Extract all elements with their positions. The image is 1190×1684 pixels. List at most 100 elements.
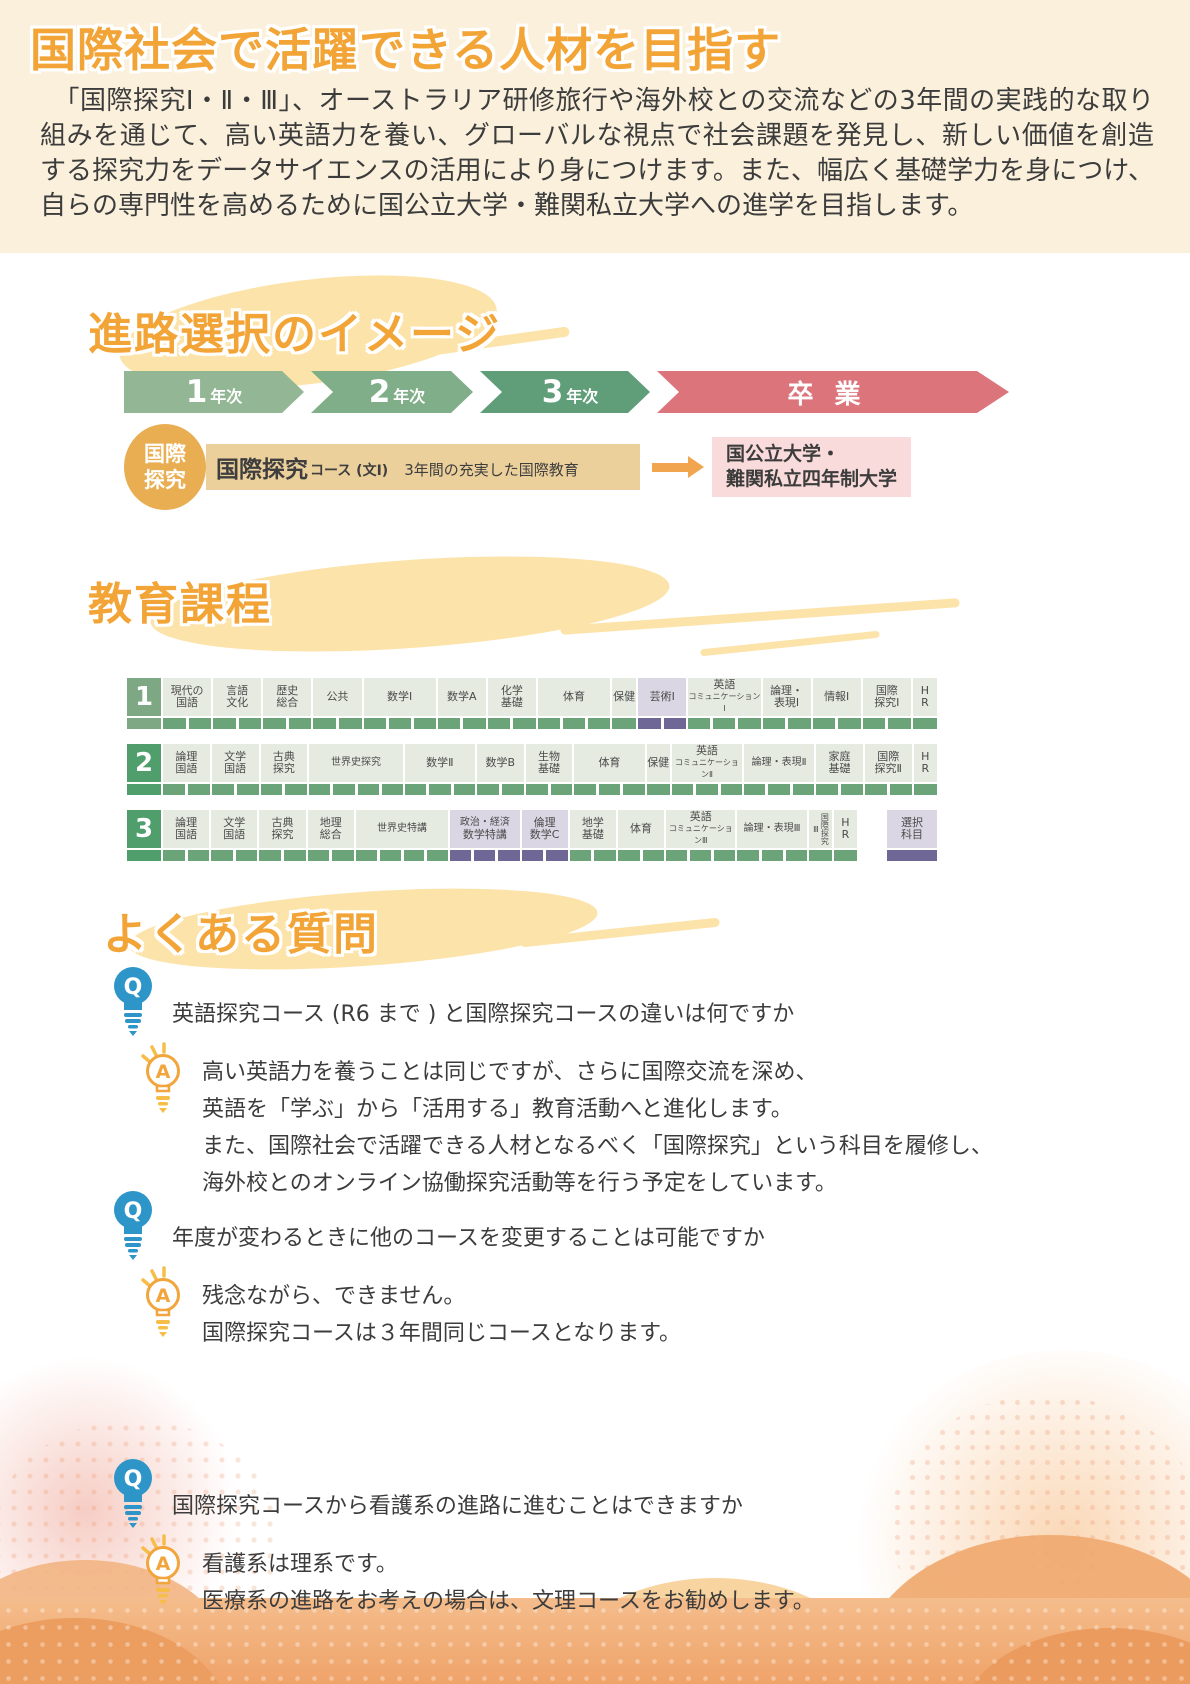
subject-cell: 情報Ⅰ <box>812 678 861 729</box>
course-name: 国際探究 <box>216 457 308 483</box>
subject-cell: 国際探究Ⅲ <box>808 810 832 861</box>
subject-cell: 論理国語 <box>163 744 210 795</box>
subject-cell: 倫理数学C <box>521 810 568 861</box>
subject-cell: 数学Ⅰ <box>363 678 436 729</box>
svg-text:Q: Q <box>124 975 143 1000</box>
decor-dots-right <box>890 1395 1190 1655</box>
subject-cell: 生物基礎 <box>525 744 573 795</box>
subject-cell: 保健 <box>612 678 637 729</box>
subject-cell: 政治・経済数学特講 <box>450 810 520 861</box>
flow-arrow-icon <box>652 455 704 478</box>
intro-section: 国際社会で活躍できる人材を目指す 「国際探究Ⅰ・Ⅱ・Ⅲ」、オーストラリア研修旅行… <box>0 0 1190 253</box>
svg-text:A: A <box>156 1061 171 1083</box>
grade-cell: 2 <box>127 744 161 795</box>
question-text: 年度が変わるときに他のコースを変更することは可能ですか <box>172 1226 765 1251</box>
subject-cell: 芸術Ⅰ <box>638 678 687 729</box>
subject-cell: 地理総合 <box>307 810 354 861</box>
destination-line: 国公立大学・ <box>726 443 841 465</box>
subject-cell: 論理・表現Ⅰ <box>762 678 811 729</box>
svg-text:Q: Q <box>124 1199 143 1224</box>
answer-bulb-icon: A <box>141 1042 180 1113</box>
course-badge: 国際 探究 <box>124 424 206 510</box>
decor-wave-bump <box>960 1628 1190 1684</box>
svg-text:A: A <box>156 1553 171 1575</box>
decor-wave-bump <box>0 1618 230 1684</box>
question-bulb-icon: Q <box>114 1191 152 1260</box>
faq-item-3: Q 国際探究コースから看護系の進路に進むことはできますか A 看護系は理系です。医療系… <box>110 1458 815 1620</box>
subject-cell: 数学B <box>476 744 524 795</box>
answer-text: 看護系は理系です。医療系の進路をお考えの場合は、文理コースをお勧めします。 <box>202 1552 815 1614</box>
svg-text:A: A <box>156 1285 171 1307</box>
subject-cell: 世界史特講 <box>355 810 449 861</box>
subject-cell: 体育 <box>617 810 665 861</box>
subject-cell: 国際探究Ⅱ <box>864 744 912 795</box>
answer-bulb-icon: A <box>141 1534 180 1605</box>
question-bulb-icon: Q <box>114 1459 152 1528</box>
subject-cell: 古典探究 <box>259 810 306 861</box>
elective-cell: 選択科目 <box>886 810 937 861</box>
intro-body: 「国際探究Ⅰ・Ⅱ・Ⅲ」、オーストラリア研修旅行や海外校との交流などの3年間の実践… <box>40 86 1154 221</box>
badge-line: 国際 <box>144 442 186 466</box>
subject-cell: 地学基礎 <box>569 810 616 861</box>
subject-cell: 国際探究Ⅰ <box>862 678 911 729</box>
subject-cell: 古典探究 <box>260 744 308 795</box>
subject-cell: 体育 <box>537 678 611 729</box>
grade-cell: 3 <box>127 810 161 861</box>
subject-cell: 文学国語 <box>211 744 259 795</box>
answer-bulb-icon: A <box>141 1266 180 1337</box>
subject-cell: 現代の国語 <box>163 678 212 729</box>
course-row: 国際 探究 国際探究 コース (文Ⅰ) 3年間の充実した国際教育 国公立大学・ … <box>124 424 912 510</box>
career-heading: 進路選択のイメージ <box>88 309 502 360</box>
answer-text: 高い英語力を養うことは同じですが、さらに国際交流を深め、英語を「学ぶ」から「活用… <box>202 1060 993 1196</box>
curriculum-heading: 教育課程 <box>88 579 272 630</box>
subject-cell: 体育 <box>574 744 645 795</box>
subject-cell: 数学A <box>437 678 486 729</box>
question-text: 英語探究コース (R6 まで ) と国際探究コースの違いは何ですか <box>172 1002 795 1027</box>
grade-cell: 1 <box>127 678 161 729</box>
badge-line: 探究 <box>144 468 186 492</box>
subject-cell: 論理国語 <box>163 810 210 861</box>
subject-cell: 数学Ⅱ <box>404 744 475 795</box>
destination-box: 国公立大学・ 難関私立四年制大学 <box>712 437 912 497</box>
answer-text: 残念ながら、できません。国際探究コースは３年間同じコースとなります。 <box>202 1284 681 1346</box>
timeline-graduation: 卒 業 <box>657 371 1009 413</box>
destination-line: 難関私立四年制大学 <box>726 468 898 490</box>
course-type: コース (文Ⅰ) <box>310 462 389 479</box>
decor-wave-bump <box>860 1535 1190 1684</box>
subject-cell: 公共 <box>313 678 362 729</box>
subject-cell: 論理・表現Ⅱ <box>744 744 815 795</box>
svg-text:Q: Q <box>124 1467 143 1492</box>
question-bulb-icon: Q <box>114 967 152 1036</box>
subject-cell: 歴史総合 <box>263 678 312 729</box>
heading-brush-tail <box>700 630 880 657</box>
subject-cell: 世界史探究 <box>309 744 403 795</box>
subject-cell: 英語コミュニケーションⅠ <box>688 678 761 729</box>
subject-cell: 英語コミュニケーションⅡ <box>671 744 742 795</box>
course-bar: 国際探究 コース (文Ⅰ) 3年間の充実した国際教育 <box>206 444 640 490</box>
question-text: 国際探究コースから看護系の進路に進むことはできますか <box>172 1494 743 1519</box>
subject-cell: 家庭基礎 <box>816 744 863 795</box>
subject-cell: 論理・表現Ⅲ <box>737 810 807 861</box>
faq-heading: よくある質問 <box>103 909 379 960</box>
page-title: 国際社会で活躍できる人材を目指す <box>30 23 782 77</box>
subject-cell: 言語文化 <box>213 678 262 729</box>
subject-cell: 保健 <box>646 744 670 795</box>
subject-cell: 文学国語 <box>211 810 258 861</box>
faq-item-1: Q 英語探究コース (R6 まで ) と国際探究コースの違いは何ですか A 高い英語力… <box>110 966 993 1202</box>
faq-item-2: Q 年度が変わるときに他のコースを変更することは可能ですか A 残念ながら、できません… <box>110 1190 765 1352</box>
subject-cell: 英語コミュニケーションⅢ <box>666 810 736 861</box>
course-description: 3年間の充実した国際教育 <box>404 460 579 479</box>
subject-cell: 化学基礎 <box>487 678 536 729</box>
